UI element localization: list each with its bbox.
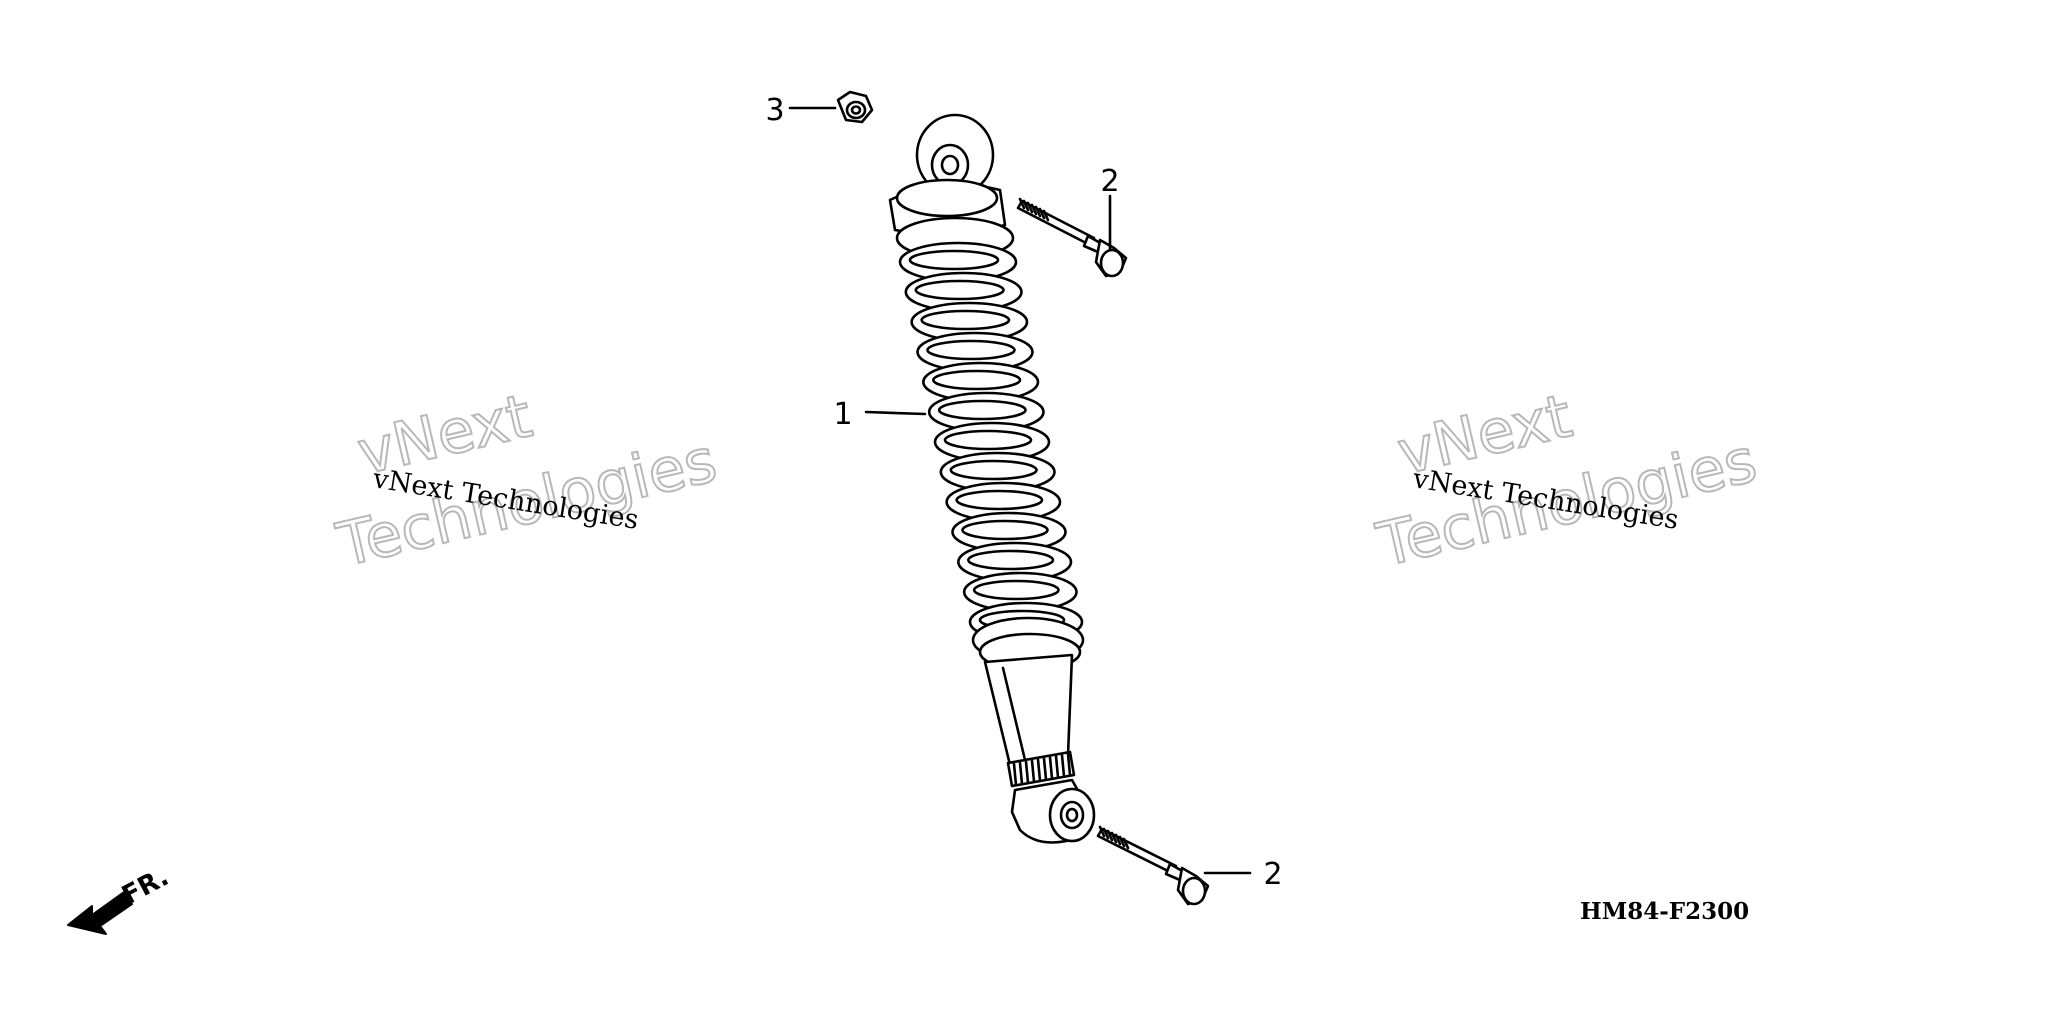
spring-coil-inner (967, 549, 1055, 571)
upper-bolt (1016, 197, 1128, 278)
spring-coil-inner (932, 369, 1022, 391)
watermark-left: vNext Technologies vNext Technologies (330, 380, 724, 582)
spring-coil-inner (926, 339, 1016, 361)
bolt-thread (1042, 209, 1050, 222)
knurl-line (1018, 761, 1024, 786)
spring-coil-inner (914, 279, 1005, 301)
bolt-thread (1106, 829, 1114, 842)
spring-coil-inner (920, 309, 1011, 331)
bolt-thread (1114, 833, 1122, 846)
spring-coil-inner (908, 249, 1000, 271)
spring-coil-inner (955, 489, 1044, 511)
callout-2-lower: 2 (1263, 857, 1282, 892)
leader-lines (788, 106, 1252, 875)
diagram-code: HM84-F2300 (1580, 898, 1749, 925)
shock-damper-body (983, 653, 1074, 767)
callout-1: 1 (833, 397, 852, 432)
bolt-thread (1022, 199, 1030, 212)
spring-coil-inner (937, 399, 1027, 421)
callout-2-upper: 2 (1100, 164, 1119, 199)
bolt-thread (1018, 197, 1026, 210)
shock-spring (898, 241, 1084, 643)
bolt-thread (1038, 207, 1046, 220)
bolt-thread (1034, 205, 1042, 218)
bolt-thread (1122, 837, 1130, 850)
callout-3: 3 (765, 93, 784, 128)
leader-line-shock (864, 410, 927, 416)
watermark-right: vNext Technologies vNext Technologies (1370, 380, 1764, 582)
front-arrow-icon (67, 891, 133, 935)
bolt-thread (1030, 203, 1038, 216)
knurl-line (1054, 754, 1060, 779)
bolt-thread (1026, 201, 1034, 214)
knurl-line (1048, 756, 1054, 780)
front-direction-indicator: FR. (67, 862, 174, 935)
knurl-line (1012, 762, 1018, 787)
bolt-thread (1102, 827, 1110, 840)
knurl-line (1066, 752, 1072, 777)
knurl-line (1042, 757, 1048, 781)
lower-bolt (1096, 825, 1210, 906)
spring-coil-inner (949, 459, 1038, 481)
spring-coil-inner (943, 429, 1033, 451)
bolt-thread (1110, 831, 1118, 844)
knurl-line (1024, 760, 1030, 785)
spring-coil-inner (972, 579, 1060, 601)
shock-absorber (888, 113, 1096, 844)
flange-nut (836, 90, 874, 124)
bolt-thread (1118, 835, 1126, 848)
bolt-thread (1098, 825, 1106, 838)
knurl-line (1036, 758, 1042, 782)
knurl-line (1060, 753, 1066, 778)
spring-coil-inner (961, 519, 1049, 541)
knurl-line (1030, 759, 1036, 784)
